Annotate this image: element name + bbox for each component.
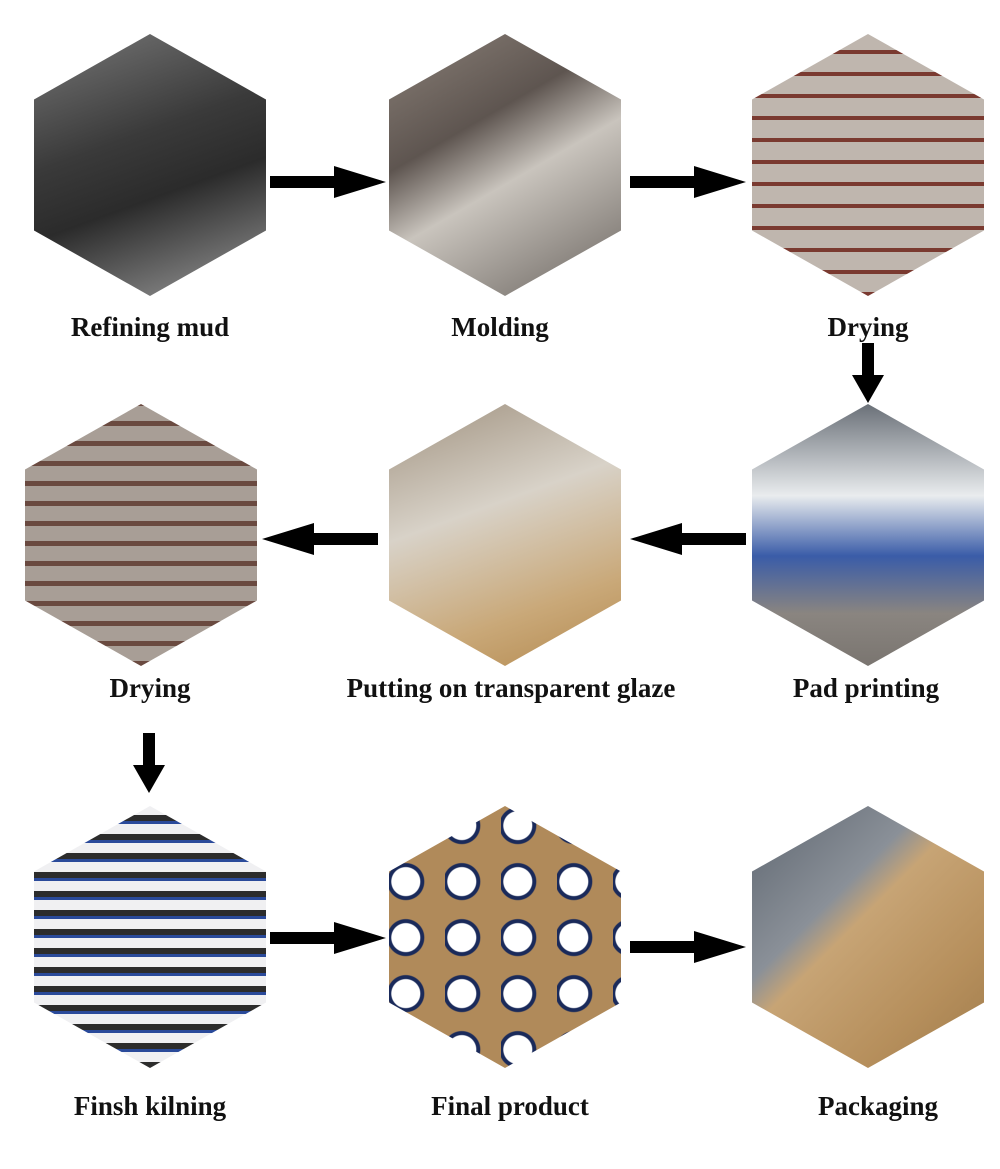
- step-4-photo: [752, 404, 984, 666]
- arrow-left-icon: [630, 523, 746, 555]
- step-4-label: Pad printing: [792, 673, 940, 703]
- step-6-photo: [25, 404, 257, 666]
- step-7-label: Finsh kilning: [73, 1091, 227, 1121]
- step-9-label: Packaging: [817, 1091, 939, 1121]
- step-7-photo: [34, 806, 266, 1068]
- arrow-right-icon: [630, 931, 746, 963]
- step-1-photo: [34, 34, 266, 296]
- step-6-label: Drying: [109, 673, 191, 703]
- step-9-photo: [752, 806, 984, 1068]
- arrow-down-icon: [852, 343, 884, 403]
- step-8-label: Final product: [431, 1091, 589, 1121]
- arrow-right-icon: [270, 166, 386, 198]
- arrow-right-icon: [270, 922, 386, 954]
- step-1-label: Refining mud: [70, 312, 230, 342]
- step-5-label: Putting on transparent glaze: [346, 673, 676, 703]
- step-5-photo: [389, 404, 621, 666]
- arrow-right-icon: [630, 166, 746, 198]
- step-8-photo: [389, 806, 621, 1068]
- step-3-label: Drying: [827, 312, 909, 342]
- arrow-left-icon: [262, 523, 378, 555]
- step-3-photo: [752, 34, 984, 296]
- step-2-photo: [389, 34, 621, 296]
- arrow-down-icon: [133, 733, 165, 793]
- step-2-label: Molding: [451, 312, 549, 342]
